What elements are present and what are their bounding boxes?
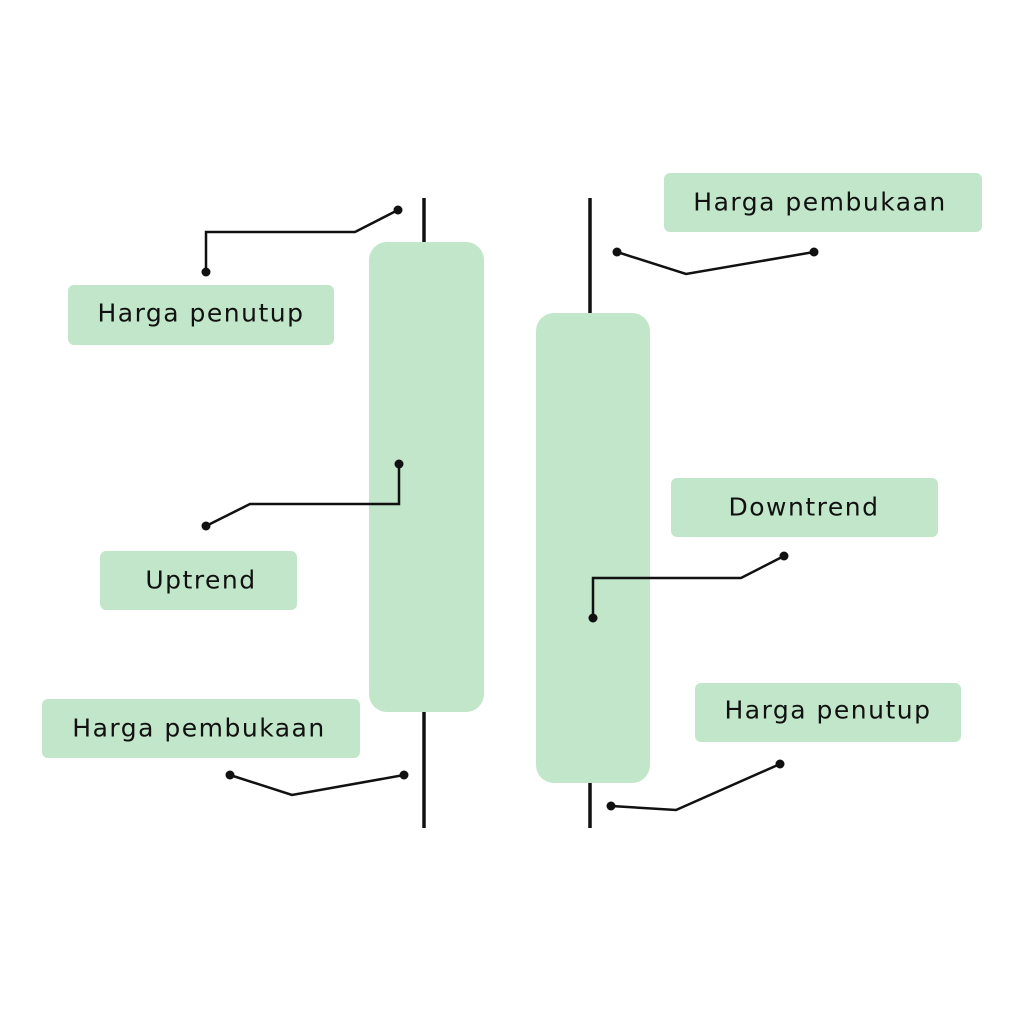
uptrend-candle xyxy=(369,198,484,828)
leader-line xyxy=(610,762,781,812)
uptrend-open-label: Harga pembukaan xyxy=(72,714,325,743)
uptrend-close-label-box xyxy=(68,285,334,345)
downtrend-candle xyxy=(536,198,650,828)
leader-line xyxy=(204,208,399,272)
downtrend-close-callout: Harga penutup xyxy=(606,683,961,812)
leader-line xyxy=(616,250,815,276)
downtrend-trend-callout: Downtrend xyxy=(588,478,938,623)
uptrend-open-callout: Harga pembukaan xyxy=(42,699,409,797)
leader-line xyxy=(205,464,401,528)
uptrend-open-label-box xyxy=(42,699,360,758)
downtrend-open-callout: Harga pembukaan xyxy=(612,173,982,276)
uptrend-body xyxy=(369,242,484,712)
downtrend-label: Downtrend xyxy=(729,493,880,522)
uptrend-close-label: Harga penutup xyxy=(97,299,304,328)
downtrend-label-box xyxy=(671,478,938,537)
downtrend-close-label: Harga penutup xyxy=(724,696,931,725)
downtrend-body xyxy=(536,313,650,783)
downtrend-close-label-box xyxy=(695,683,961,742)
leader-line xyxy=(591,554,785,618)
leader-line xyxy=(229,773,405,797)
uptrend-label-box xyxy=(100,551,297,610)
downtrend-open-label: Harga pembukaan xyxy=(693,188,946,217)
downtrend-open-label-box xyxy=(664,173,982,232)
uptrend-label: Uptrend xyxy=(145,566,256,595)
uptrend-trend-callout: Uptrend xyxy=(100,459,404,610)
uptrend-close-callout: Harga penutup xyxy=(68,205,403,345)
